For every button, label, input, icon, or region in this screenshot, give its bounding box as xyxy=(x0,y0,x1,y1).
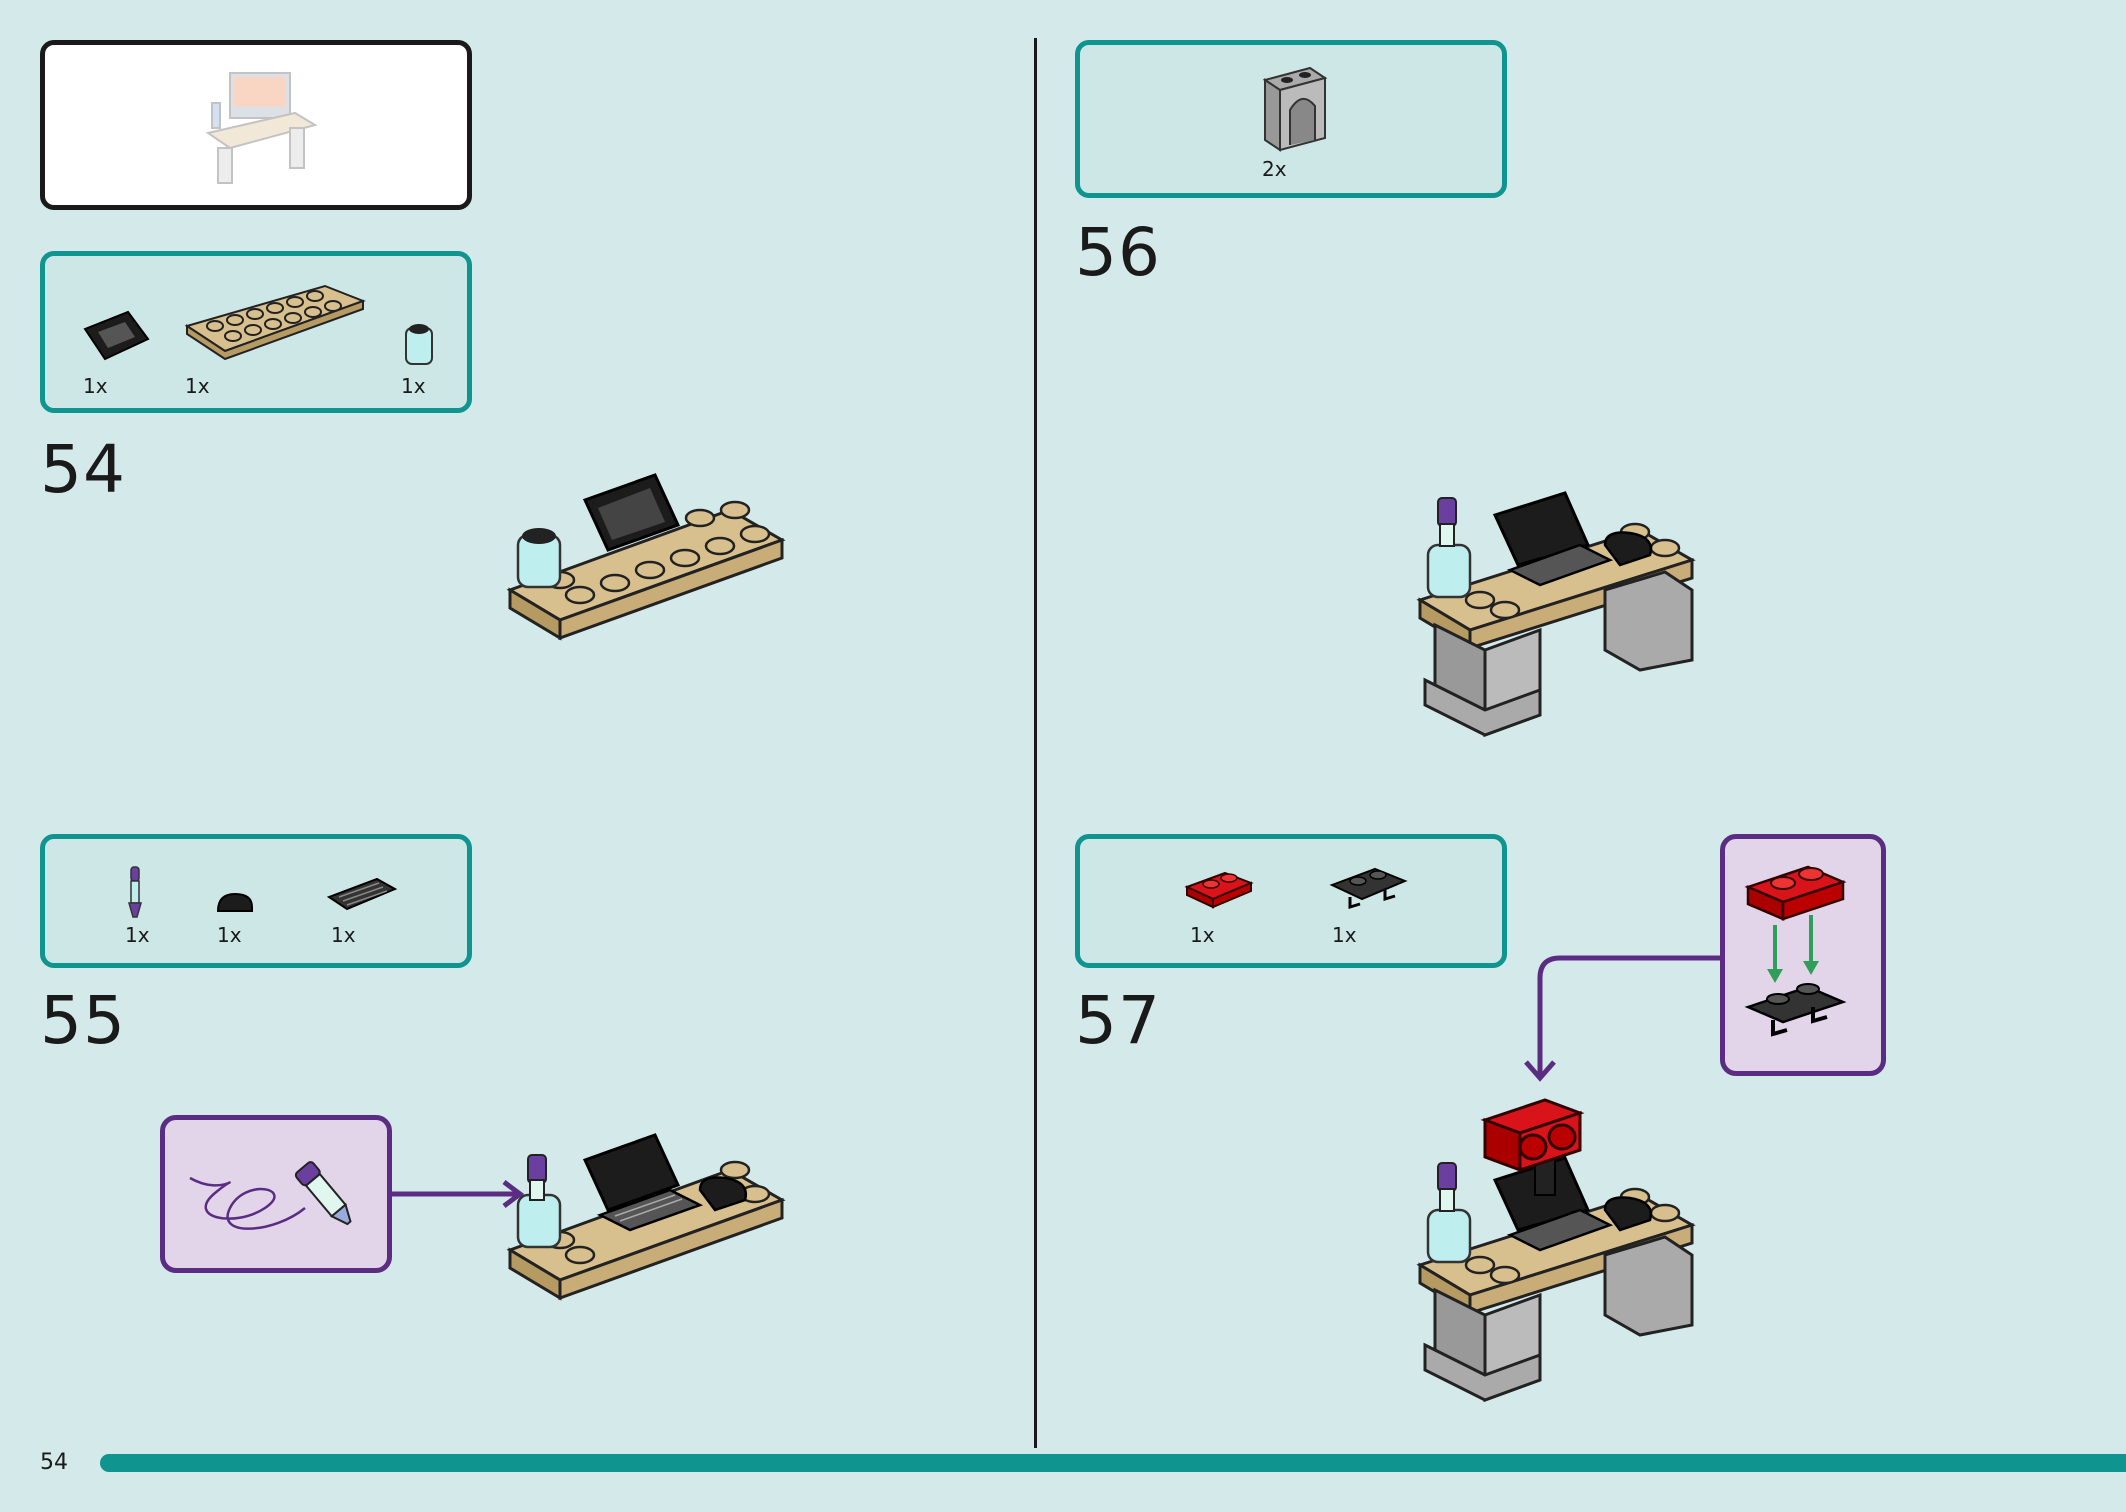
page-number: 54 xyxy=(40,1450,68,1475)
gray-desk-leg-part xyxy=(1262,66,1328,152)
faded-desk-preview-image xyxy=(205,72,318,184)
parts-box-step-56: 2x xyxy=(1075,40,1507,198)
purple-pen-part xyxy=(128,866,142,918)
part-qty: 1x xyxy=(185,374,210,398)
part-qty: 1x xyxy=(401,374,426,398)
part-qty: 1x xyxy=(83,374,108,398)
pen-callout xyxy=(160,1115,392,1273)
parts-box-step-57: 1x 1x xyxy=(1075,834,1507,968)
model-preview-box xyxy=(40,40,472,210)
trans-round-brick-part xyxy=(405,324,433,365)
part-qty: 1x xyxy=(331,923,356,947)
black-slope-bracket-part xyxy=(83,310,150,361)
part-qty: 1x xyxy=(217,923,242,947)
page-divider xyxy=(1034,38,1037,1448)
pen-scribble-image xyxy=(189,1161,352,1230)
step-56-assembly-image xyxy=(1416,491,1696,738)
red-plate-attach-image xyxy=(1744,865,1847,1037)
progress-bar xyxy=(100,1454,2126,1472)
keyboard-tile-part xyxy=(326,877,398,911)
step-number: 57 xyxy=(1075,982,1161,1059)
red-plate-callout xyxy=(1720,834,1886,1076)
step-number: 56 xyxy=(1075,214,1161,291)
callout-arrow xyxy=(392,1180,525,1208)
tan-plate-part xyxy=(184,284,366,361)
part-qty: 1x xyxy=(1190,923,1215,947)
step-55-assembly-image xyxy=(506,1133,786,1301)
callout-arrow xyxy=(1524,955,1720,1082)
part-qty: 1x xyxy=(125,923,150,947)
step-54-assembly-image xyxy=(506,473,786,641)
parts-box-step-55: 1x 1x 1x xyxy=(40,834,472,968)
step-number: 54 xyxy=(40,431,126,508)
parts-box-step-54: 1x 1x 1x xyxy=(40,251,472,413)
step-number: 55 xyxy=(40,982,126,1059)
black-round-tile-part xyxy=(216,892,253,912)
step-57-assembly-image xyxy=(1416,1098,1696,1403)
part-qty: 2x xyxy=(1262,157,1287,181)
part-qty: 1x xyxy=(1332,923,1357,947)
red-plate-part xyxy=(1184,871,1254,909)
black-clip-plate-part xyxy=(1329,867,1408,910)
